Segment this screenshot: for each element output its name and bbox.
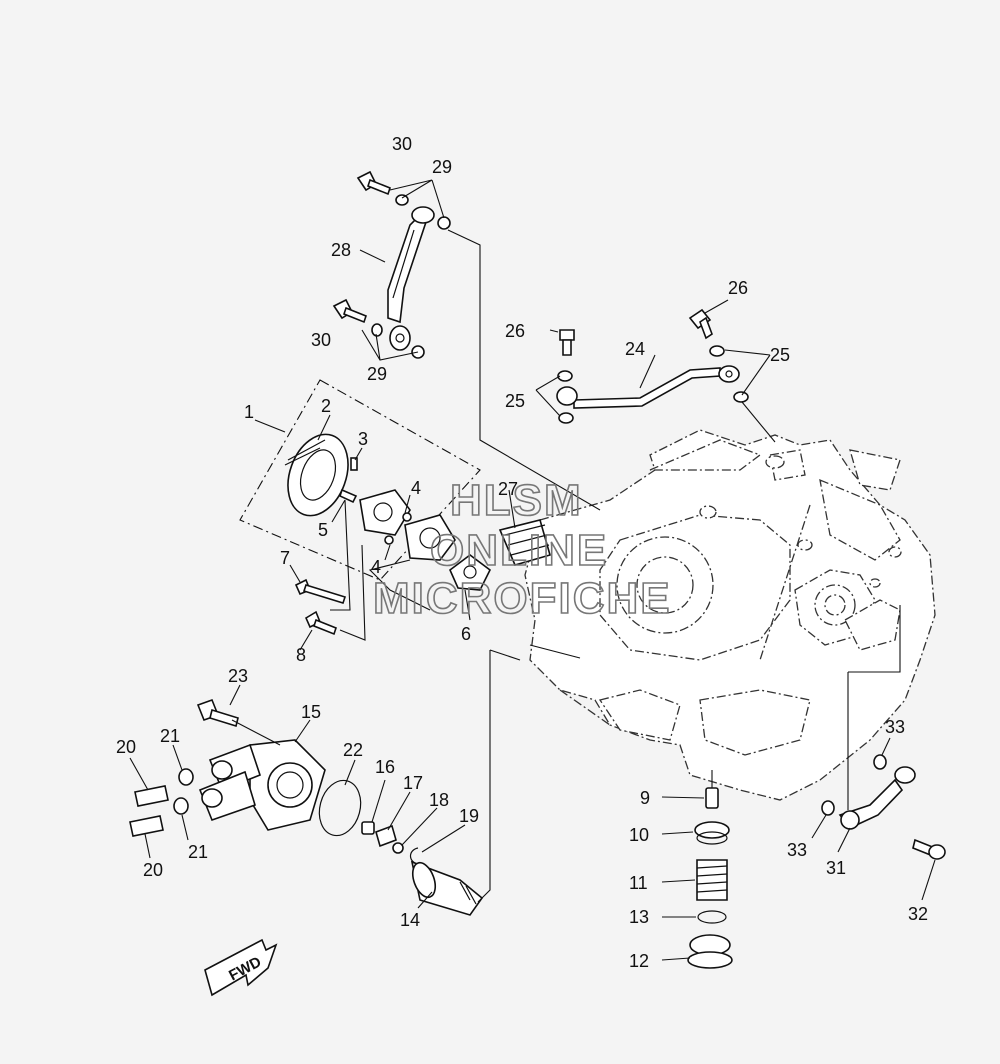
callout-3: 3 xyxy=(358,429,368,449)
pump-group-dashed-box xyxy=(239,379,481,581)
washer-25 xyxy=(557,345,749,424)
callout-32: 32 xyxy=(908,904,928,924)
crankcase xyxy=(524,429,936,801)
callout-26b: 26 xyxy=(728,278,748,298)
callout-18: 18 xyxy=(429,790,449,810)
washer-21 xyxy=(173,768,194,815)
pin-3 xyxy=(350,457,358,471)
callout-4b: 4 xyxy=(371,557,381,577)
leader-lines xyxy=(129,179,936,961)
callout-24: 24 xyxy=(625,339,645,359)
callout-20a: 20 xyxy=(116,737,136,757)
washer-29 xyxy=(371,194,451,359)
callout-14: 14 xyxy=(400,910,420,930)
fwd-arrow-icon: FWD xyxy=(204,938,278,997)
screw-7 xyxy=(294,578,347,604)
callout-25b: 25 xyxy=(505,391,525,411)
callout-5: 5 xyxy=(318,520,328,540)
plug-12 xyxy=(687,934,733,969)
oil-filter-14 xyxy=(410,860,484,916)
watermark-line1: HLSM xyxy=(450,476,583,525)
callout-21a: 21 xyxy=(160,726,180,746)
callout-33b: 33 xyxy=(787,840,807,860)
callout-31: 31 xyxy=(826,858,846,878)
o-ring-22 xyxy=(318,779,362,837)
callout-4a: 4 xyxy=(411,478,421,498)
callout-25a: 25 xyxy=(770,345,790,365)
callout-29a: 29 xyxy=(432,157,452,177)
callout-9: 9 xyxy=(640,788,650,808)
screw-8 xyxy=(304,610,337,636)
bolt-32 xyxy=(912,838,946,860)
gasket-6 xyxy=(449,554,492,591)
callout-26a: 26 xyxy=(505,321,525,341)
oil-pipe-24 xyxy=(556,365,740,409)
fitting-20 xyxy=(129,785,169,837)
callout-23: 23 xyxy=(228,666,248,686)
callout-28: 28 xyxy=(331,240,351,260)
bolt-26 xyxy=(559,308,713,356)
bolt-23 xyxy=(196,698,239,728)
callout-17: 17 xyxy=(403,773,423,793)
callout-20b: 20 xyxy=(143,860,163,880)
callout-8: 8 xyxy=(296,645,306,665)
drain-bolt-9 xyxy=(705,787,719,809)
callout-30b: 30 xyxy=(311,330,331,350)
spring-11 xyxy=(696,859,728,901)
screw-5 xyxy=(339,488,358,504)
plug-10 xyxy=(694,821,730,845)
callout-11: 11 xyxy=(629,873,648,893)
callout-16: 16 xyxy=(375,757,395,777)
callout-27: 27 xyxy=(498,479,518,499)
pump-body xyxy=(359,489,456,561)
oil-pipe-28 xyxy=(387,206,435,351)
callout-10: 10 xyxy=(629,825,649,845)
gear-27 xyxy=(498,519,551,566)
callout-6: 6 xyxy=(461,624,471,644)
callout-29b: 29 xyxy=(367,364,387,384)
callout-19: 19 xyxy=(459,806,479,826)
hose-fitting-31 xyxy=(838,766,916,830)
spring-16-17-18 xyxy=(361,821,404,854)
watermark-line2: ONLINE xyxy=(430,526,608,575)
filter-cover-15 xyxy=(198,739,326,831)
callout-2: 2 xyxy=(321,396,331,416)
callout-33a: 33 xyxy=(885,717,905,737)
pump-cover-2 xyxy=(284,433,349,517)
callout-7: 7 xyxy=(280,548,290,568)
watermark: HLSM ONLINE MICROFICHE xyxy=(372,475,672,624)
pin-4 xyxy=(384,512,412,545)
bolt-30 xyxy=(332,170,391,324)
callout-1: 1 xyxy=(244,402,254,422)
washer-33 xyxy=(821,754,887,816)
watermark-line3: MICROFICHE xyxy=(373,574,672,623)
callout-22: 22 xyxy=(343,740,363,760)
o-ring-13 xyxy=(697,910,727,924)
callout-labels: 1 2 3 4 4 5 6 7 8 9 10 11 12 13 14 15 16… xyxy=(116,134,928,971)
callout-12: 12 xyxy=(629,951,649,971)
callout-15: 15 xyxy=(301,702,321,722)
callout-13: 13 xyxy=(629,907,649,927)
callout-21b: 21 xyxy=(188,842,208,862)
callout-30a: 30 xyxy=(392,134,412,154)
